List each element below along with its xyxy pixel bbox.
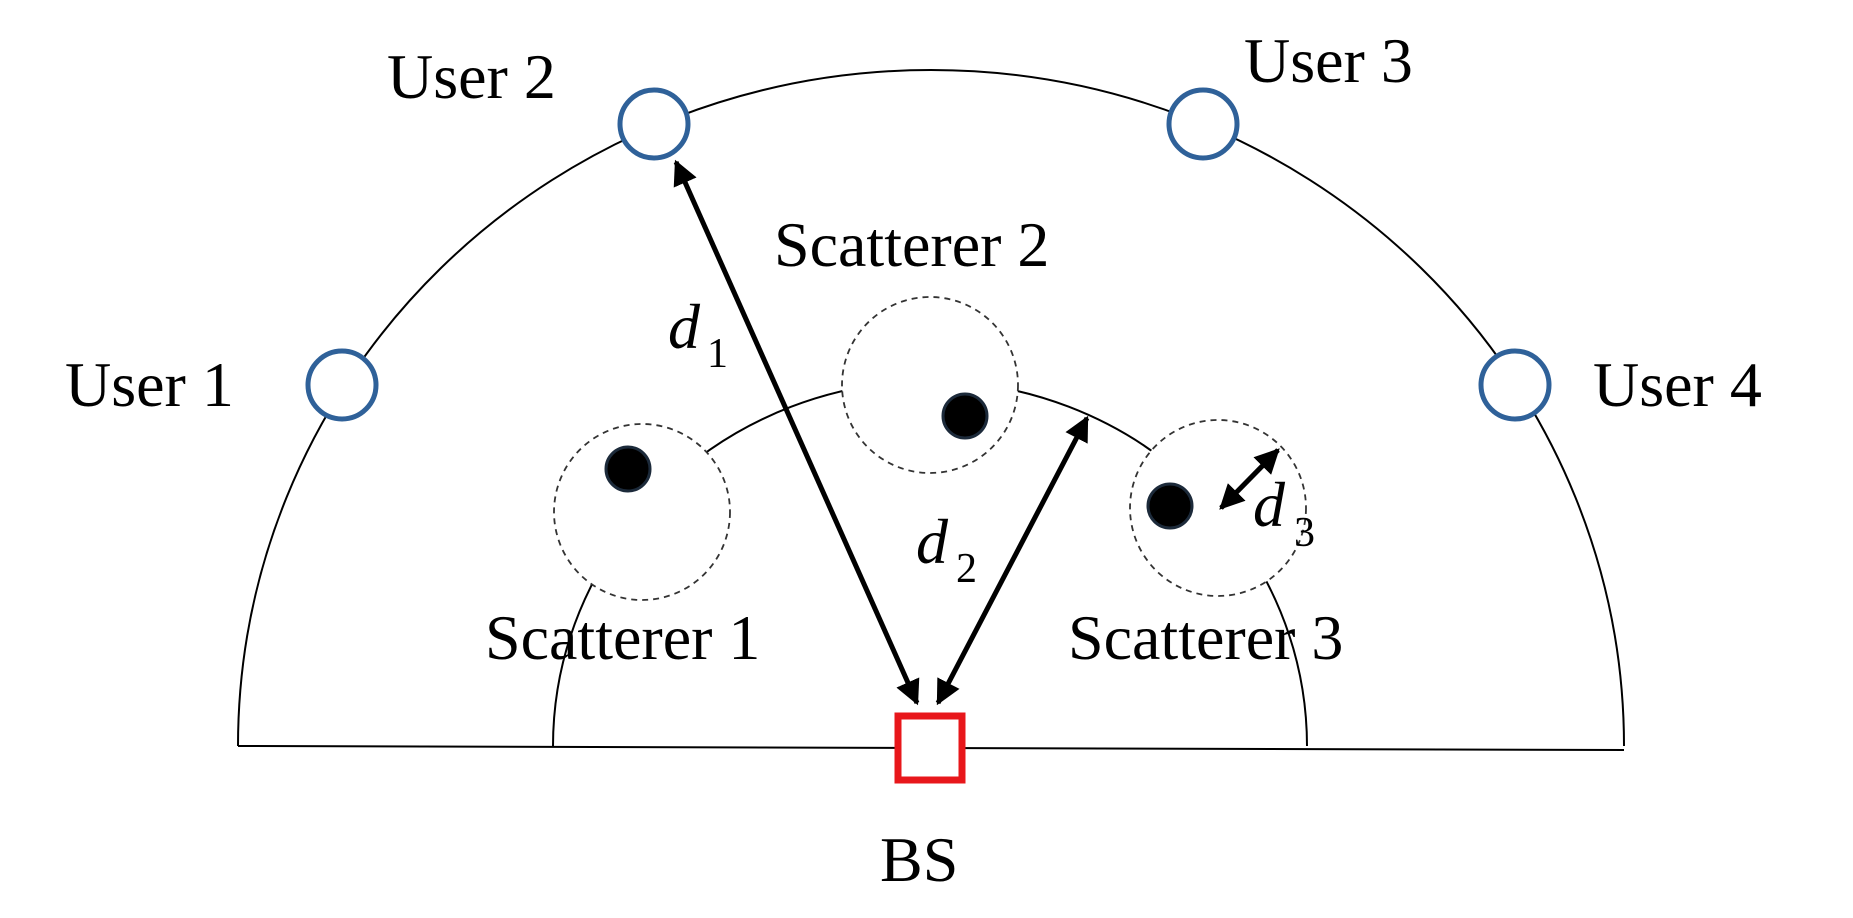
scatterer-1-dot [604, 445, 652, 493]
d3-label: d 3 [1253, 469, 1315, 556]
user-4-node [1478, 348, 1552, 422]
d3-arrow [1219, 448, 1280, 510]
d1-arrow [673, 159, 920, 706]
d2-arrow [935, 415, 1090, 706]
d3-symbol: d [1253, 469, 1286, 540]
scatterer-2-dot [941, 392, 989, 440]
scatterer-2 [841, 296, 1019, 474]
user-1-label: User 1 [65, 349, 234, 420]
scatterer-3-label: Scatterer 3 [1068, 602, 1343, 673]
scatterer-3-dot [1146, 482, 1194, 530]
d1-subscript: 1 [707, 331, 728, 377]
d2-subscript: 2 [956, 546, 977, 592]
user-1-node [305, 348, 379, 422]
d3-subscript: 3 [1294, 510, 1315, 556]
d2-label: d 2 [916, 506, 977, 592]
scatterer-2-label: Scatterer 2 [774, 209, 1049, 280]
scatterer-1 [553, 423, 731, 601]
user-2-node [617, 87, 691, 161]
d1-label: d 1 [668, 291, 728, 377]
outer-boundary-arc [237, 69, 1625, 747]
bs-label: BS [880, 824, 958, 895]
user-3-node [1166, 87, 1240, 161]
scatterer-1-label: Scatterer 1 [485, 602, 760, 673]
user-3-label: User 3 [1244, 25, 1413, 96]
d1-symbol: d [668, 291, 701, 362]
scatterer-2-region [841, 296, 1019, 474]
bs-node [894, 712, 966, 784]
user-4-label: User 4 [1593, 349, 1762, 420]
user-2-label: User 2 [387, 41, 556, 112]
d2-symbol: d [916, 506, 949, 577]
